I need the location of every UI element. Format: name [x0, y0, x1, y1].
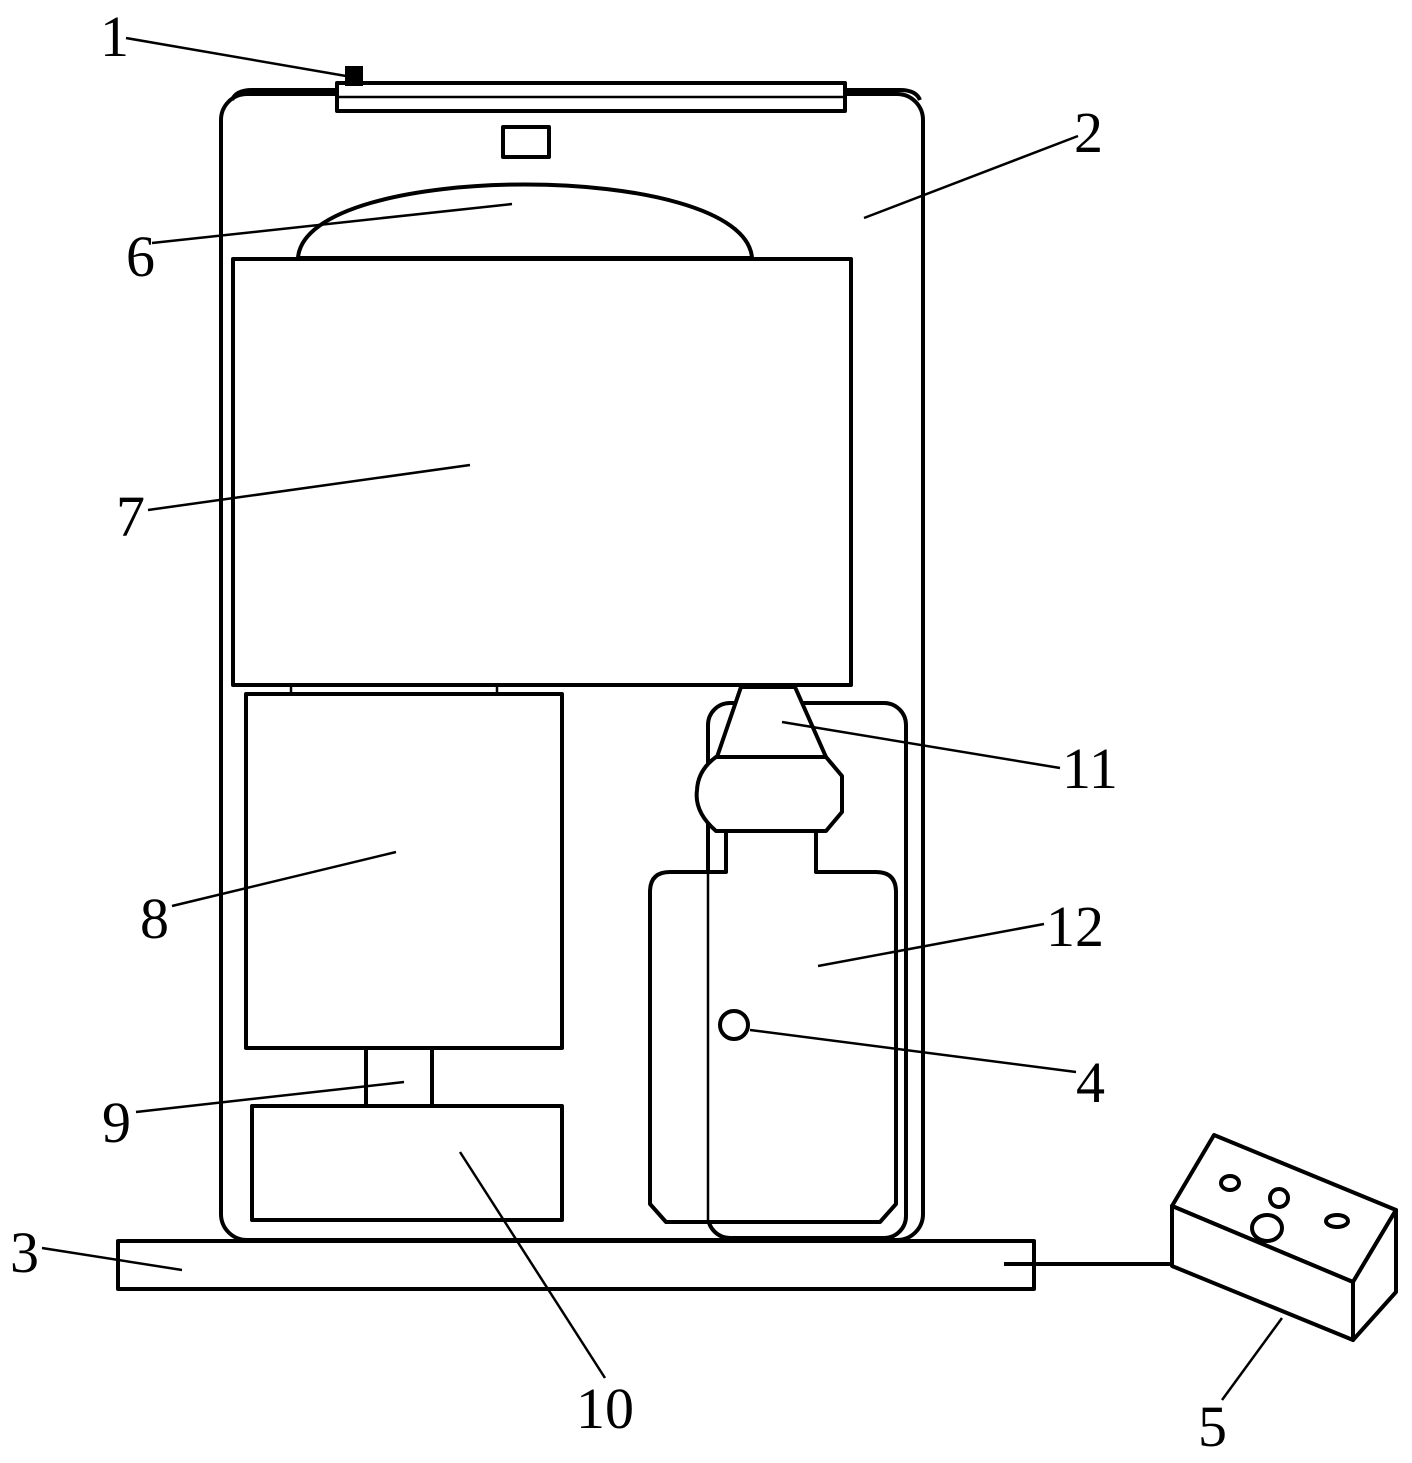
button-4	[1326, 1215, 1348, 1227]
label-3: 3	[10, 1220, 39, 1285]
button-3	[1252, 1215, 1282, 1241]
label-11: 11	[1062, 736, 1118, 801]
button-1	[1221, 1176, 1239, 1190]
base-block	[252, 1106, 562, 1220]
leader-2	[864, 136, 1078, 218]
label-12: 12	[1046, 894, 1104, 959]
button-2	[1270, 1189, 1288, 1207]
control-box	[1172, 1135, 1396, 1340]
dome	[298, 185, 752, 259]
label-4: 4	[1076, 1050, 1105, 1115]
funnel	[717, 687, 826, 757]
label-10: 10	[576, 1376, 634, 1441]
label-2: 2	[1074, 100, 1103, 165]
dome-nozzle	[503, 127, 549, 157]
main-chamber	[233, 259, 851, 685]
lid-knob	[345, 66, 363, 86]
bottle-cap	[697, 757, 842, 831]
base-plate	[118, 1241, 1034, 1289]
label-8: 8	[140, 886, 169, 951]
label-1: 1	[100, 4, 129, 69]
indicator	[720, 1011, 748, 1039]
label-7: 7	[116, 484, 145, 549]
bottle	[650, 831, 896, 1222]
label-5: 5	[1198, 1394, 1227, 1459]
motor-box	[246, 694, 562, 1048]
leader-1	[126, 38, 346, 76]
leader-5	[1222, 1318, 1282, 1400]
label-6: 6	[126, 224, 155, 289]
label-9: 9	[102, 1090, 131, 1155]
shaft	[366, 1048, 432, 1106]
